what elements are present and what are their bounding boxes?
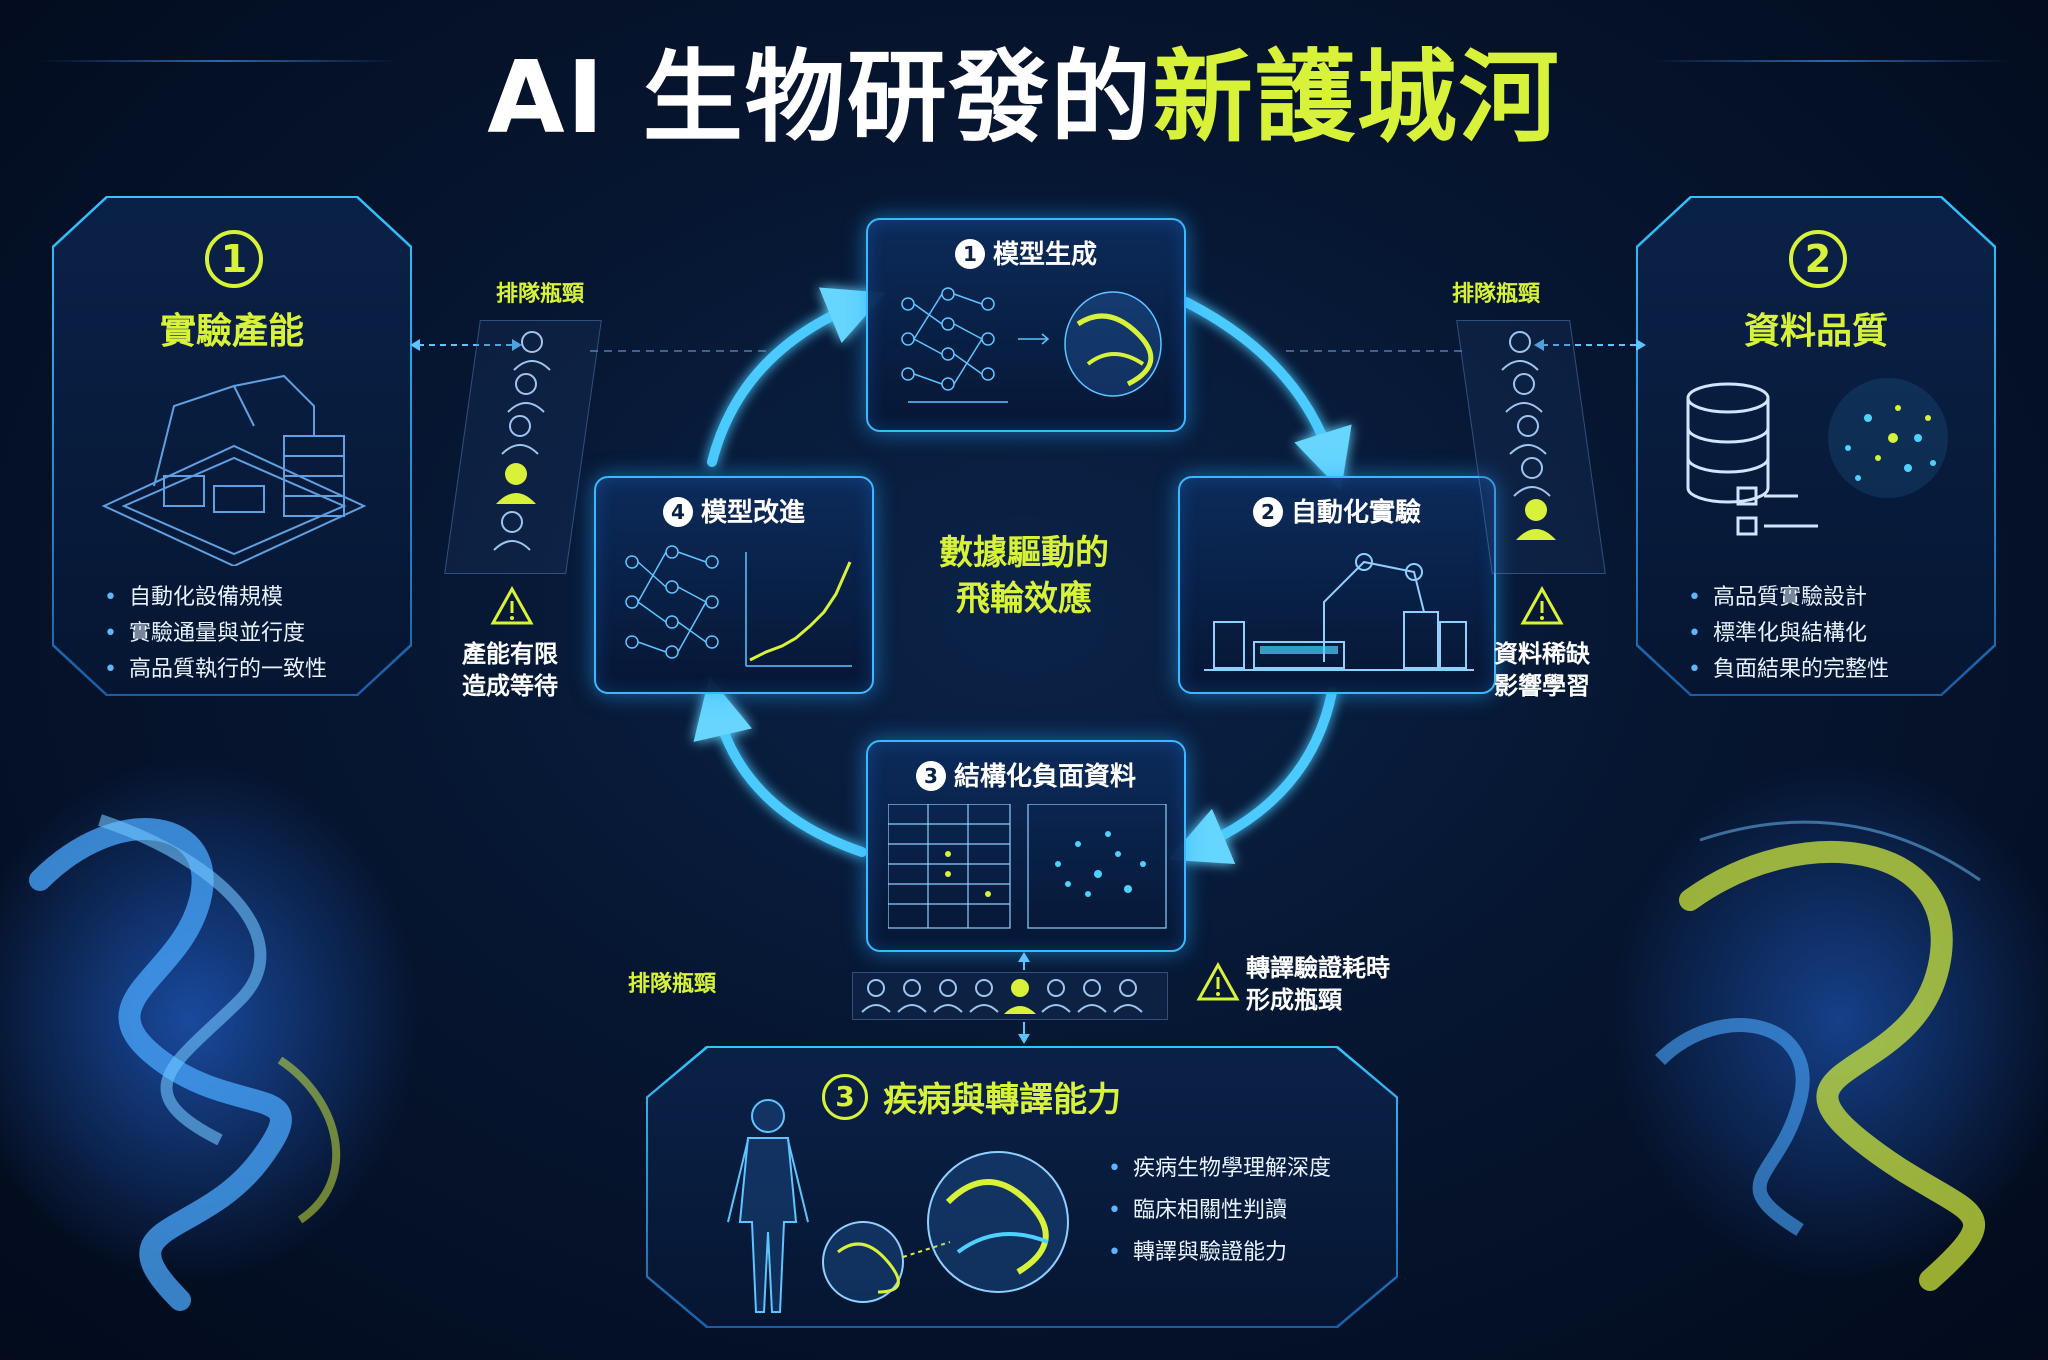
- note-line: 造成等待: [462, 672, 558, 700]
- bottom-panel-header: 3 疾病與轉譯能力: [822, 1072, 1121, 1121]
- note-line: 轉譯驗證耗時: [1246, 954, 1390, 982]
- card-label: 模型生成: [992, 240, 1097, 270]
- quality-bullet-list: 高品質實驗設計 標準化與結構化 負面結果的完整性: [1688, 580, 1889, 688]
- step-badge: 1: [954, 239, 985, 269]
- panel-number-badge: 1: [205, 230, 263, 288]
- note-line: 資料稀缺: [1494, 640, 1590, 668]
- decor-line-left: [40, 60, 400, 62]
- network-growth-chart-icon: [625, 545, 852, 667]
- note-line: 影響學習: [1494, 672, 1590, 700]
- protein-decoration-right: [1610, 760, 2048, 1291]
- panel-title: 實驗產能: [159, 311, 304, 352]
- neural-net-to-protein-icon: [901, 287, 1162, 403]
- robot-arm-lab-icon: [1204, 553, 1474, 671]
- right-queue-people: [1501, 331, 1556, 540]
- bottom-queue-bottleneck-label: 排隊瓶頸: [628, 972, 717, 997]
- card-label: 模型改進: [700, 498, 805, 528]
- arrow-data-to-improvement: [693, 676, 867, 857]
- bullet-item: 高品質執行的一致性: [104, 652, 327, 688]
- right-warning-icon: [1520, 586, 1564, 625]
- decor-line-right: [1650, 60, 2010, 62]
- panel-number-badge: 3: [822, 1073, 868, 1120]
- bullet-item: 負面結果的完整性: [1688, 652, 1889, 688]
- right-connector-line: [1286, 350, 1466, 352]
- arrow-improvement-to-model: [707, 287, 886, 467]
- right-queue-bottleneck-label: 排隊瓶頸: [1452, 282, 1541, 307]
- bottom-bottleneck-note: 轉譯驗證耗時 形成瓶頸: [1246, 952, 1390, 1016]
- panel-title: 資料品質: [1743, 311, 1888, 352]
- capacity-bullet-list: 自動化設備規模 實驗通量與並行度 高品質執行的一致性: [104, 580, 327, 688]
- left-queue-bottleneck-label: 排隊瓶頸: [496, 282, 585, 307]
- database-data-illustration: [1686, 378, 1948, 536]
- bullet-item: 高品質實驗設計: [1688, 580, 1889, 616]
- experiment-capacity-panel: 1 實驗產能 自動化設備規模 實驗通量與並行度 高品質執行的一致性: [52, 196, 412, 696]
- title-part-yellow: 新護城河: [1152, 39, 1561, 156]
- step-badge: 4: [662, 497, 693, 527]
- data-table-scatter-icon: [888, 804, 1167, 929]
- robotic-lab-illustration: [101, 374, 367, 566]
- right-bidirectional-arrow: [1534, 339, 1646, 351]
- data-quality-panel: 2 資料品質 高品質實驗設計 標準化與結構化 負面結果: [1636, 196, 1996, 696]
- bullet-item: 臨床相關性判讀: [1108, 1190, 1331, 1232]
- note-line: 產能有限: [462, 640, 558, 668]
- protein-decoration-left: [0, 760, 420, 1311]
- bullet-item: 轉譯與驗證能力: [1108, 1232, 1331, 1274]
- title-part-white: AI 生物研發的: [487, 39, 1153, 156]
- bottom-queue-people: [861, 979, 1143, 1014]
- step-badge: 3: [915, 761, 946, 791]
- flywheel-line-2: 飛輪效應: [956, 579, 1092, 619]
- human-body-protein-illustration: [727, 1099, 1069, 1313]
- panel-number-badge: 2: [1789, 230, 1847, 288]
- left-connector-line: [590, 350, 770, 352]
- bottom-vertical-arrow: [1018, 952, 1030, 1044]
- right-bottleneck-note: 資料稀缺 影響學習: [1472, 638, 1612, 702]
- panel-title: 疾病與轉譯能力: [883, 1080, 1122, 1120]
- bullet-item: 疾病生物學理解深度: [1108, 1148, 1331, 1190]
- card-label: 結構化負面資料: [953, 762, 1136, 792]
- flywheel-center-label: 數據驅動的 飛輪效應: [904, 530, 1144, 622]
- left-bidirectional-arrow: [410, 339, 522, 351]
- flywheel-line-1: 數據驅動的: [939, 533, 1109, 573]
- arrow-model-to-experiment: [1181, 297, 1352, 491]
- card-label: 自動化實驗: [1290, 498, 1421, 528]
- disease-translation-panel: 3 疾病與轉譯能力 疾病生物學理解深度 臨床相關性判讀 轉譯與驗證能力: [646, 1046, 1398, 1328]
- left-bottleneck-note: 產能有限 造成等待: [440, 638, 580, 702]
- bullet-item: 標準化與結構化: [1688, 616, 1889, 652]
- bottom-warning-icon: [1196, 962, 1240, 1001]
- left-warning-icon: [490, 586, 534, 625]
- page-title: AI 生物研發的新護城河: [0, 38, 2048, 158]
- left-queue-people: [493, 331, 551, 551]
- bullet-item: 自動化設備規模: [104, 580, 327, 616]
- bullet-item: 實驗通量與並行度: [104, 616, 327, 652]
- arrow-experiment-to-data: [1168, 687, 1337, 864]
- step-badge: 2: [1252, 497, 1283, 527]
- translation-bullet-list: 疾病生物學理解深度 臨床相關性判讀 轉譯與驗證能力: [1108, 1148, 1331, 1274]
- note-line: 形成瓶頸: [1246, 986, 1342, 1014]
